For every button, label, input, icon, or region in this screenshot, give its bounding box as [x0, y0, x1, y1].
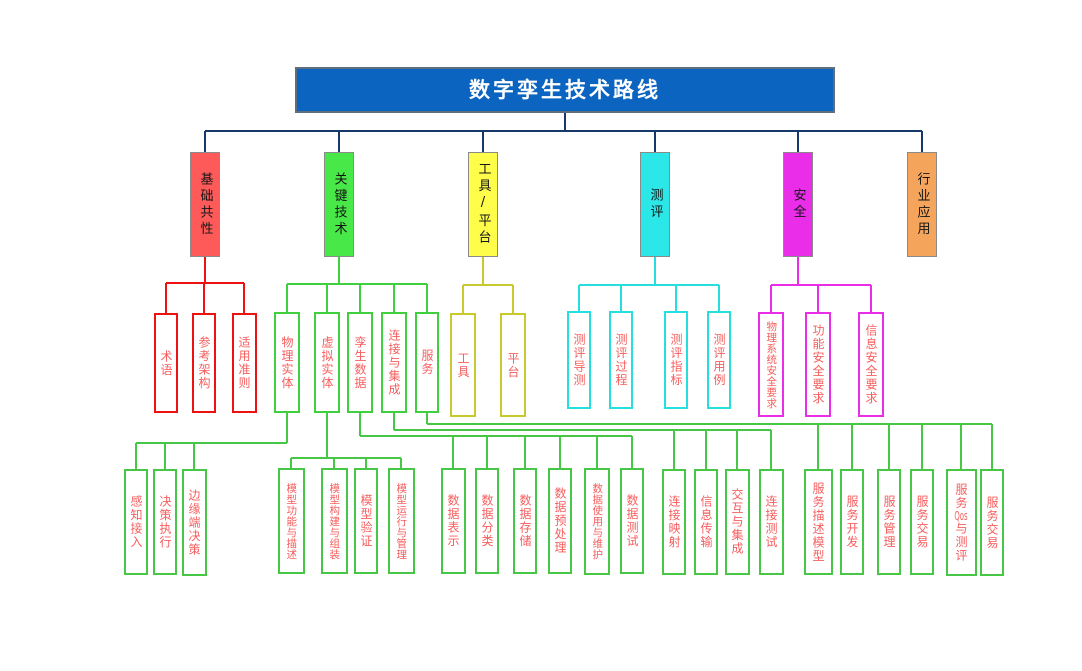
tree-node-service-trading: 服务交易: [910, 469, 934, 575]
node-label: 服务管理: [882, 495, 896, 549]
tree-node-physical-entity: 物理实体: [274, 312, 300, 413]
node-label: 数字孪生技术路线: [469, 77, 661, 102]
node-label: 模型构建与组装: [328, 482, 341, 560]
tree-node-applicable-guidelines: 适用准则: [231, 313, 257, 413]
node-label: 参考架构: [197, 336, 211, 390]
node-label: 数据存储: [518, 494, 532, 548]
node-label: 适用准则: [237, 336, 251, 390]
tree-node-data-use-maintenance: 数据使用与维护: [584, 468, 610, 575]
node-label: 术语: [159, 349, 173, 377]
node-label: 测评: [647, 188, 663, 221]
node-label: 感知接入: [129, 495, 143, 549]
tree-node-service-development: 服务开发: [840, 469, 864, 575]
tree-node-base-common: 基础共性: [190, 152, 220, 257]
node-label: 数据使用与维护: [591, 483, 604, 560]
tree-node-data-classification: 数据分类: [475, 468, 499, 574]
node-label: 信息安全要求: [864, 324, 878, 405]
tree-node-model-build-assembly: 模型构建与组装: [320, 468, 348, 574]
node-label: 服务: [420, 349, 434, 376]
node-label: 连接测试: [764, 495, 778, 549]
tree-node-edge-decision: 边缘端决策: [181, 469, 207, 576]
node-label: 服务开发: [845, 495, 859, 549]
tree-node-interaction-integration: 交互与集成: [724, 469, 750, 575]
tree-node-connection-mapping: 连接映射: [662, 469, 686, 575]
node-label: 测评导测: [572, 333, 586, 387]
tree-node-service-management: 服务管理: [877, 469, 901, 575]
tree-node-industry-app: 行业应用: [907, 152, 937, 257]
tree-node-service-qos-evaluation: 服务Qos与测评: [945, 469, 977, 576]
tree-node-model-verification: 模型验证: [354, 468, 378, 574]
node-label: 交互与集成: [730, 488, 744, 556]
tree-node-virtual-entity: 虚拟实体: [314, 312, 340, 413]
node-label: 功能安全要求: [811, 324, 825, 405]
tree-node-connection-integration: 连接与集成: [381, 312, 407, 413]
node-label: 边缘端决策: [187, 488, 201, 557]
tree-node-data-representation: 数据表示: [440, 468, 466, 574]
node-label: 安全: [790, 188, 806, 221]
node-label: 服务交易: [985, 495, 999, 550]
node-label: 数据分类: [480, 494, 494, 548]
tree-node-evaluation: 测评: [640, 152, 670, 257]
node-label: 服务交易: [915, 495, 929, 549]
node-label: 工具/平台: [475, 162, 491, 247]
tree-node-data-testing: 数据测试: [620, 468, 644, 574]
node-label: 服务描述模型: [811, 481, 825, 563]
node-label: 模型运行与管理: [395, 482, 408, 560]
node-label: 平台: [506, 351, 520, 379]
tree-node-physical-system-security-req: 物理系统安全要求: [758, 312, 784, 417]
node-label: 服务Qos与测评: [954, 482, 968, 563]
tree-node-tools-platform: 工具/平台: [468, 152, 498, 257]
tree-node-eval-process: 测评过程: [609, 311, 633, 409]
node-label: 工具: [456, 351, 470, 379]
tree-node-eval-metrics: 测评指标: [664, 311, 688, 409]
node-label: 连接映射: [667, 495, 681, 549]
tree-node-service-description-model: 服务描述模型: [803, 469, 833, 575]
node-label: 信息传输: [699, 495, 713, 549]
tree-node-perception-access: 感知接入: [124, 469, 148, 575]
tree-node-security: 安全: [783, 152, 813, 257]
node-label: 孪生数据: [353, 335, 367, 390]
tree-node-reference-architecture: 参考架构: [192, 313, 216, 413]
tree-node-terminology: 术语: [154, 313, 178, 413]
tree-node-service-trading-2: 服务交易: [980, 469, 1004, 576]
tree-node-info-security-req: 信息安全要求: [858, 312, 884, 417]
tree-node-root: 数字孪生技术路线: [295, 67, 835, 113]
node-label: 测评指标: [669, 333, 683, 387]
tree-node-eval-cases: 测评用例: [707, 311, 731, 409]
tree-node-data-storage: 数据存储: [513, 468, 537, 574]
tree-node-service: 服务: [415, 312, 439, 413]
node-label: 物理实体: [280, 335, 294, 390]
tree-node-functional-security-req: 功能安全要求: [805, 312, 831, 417]
node-label: 数据表示: [446, 494, 460, 548]
tree-node-tool: 工具: [450, 313, 476, 417]
node-label: 数据测试: [625, 494, 639, 548]
tree-node-data-preprocessing: 数据预处理: [548, 468, 572, 574]
tree-node-platform: 平台: [500, 313, 526, 417]
tree-node-key-tech: 关键技术: [324, 152, 354, 257]
node-label: 模型验证: [359, 494, 373, 548]
tree-node-connection-testing: 连接测试: [758, 469, 784, 575]
tree-node-twin-data: 孪生数据: [347, 312, 373, 413]
node-label: 模型功能与描述: [285, 482, 298, 560]
node-label: 行业应用: [914, 171, 930, 238]
node-label: 测评用例: [712, 333, 726, 387]
tree-node-model-function-description: 模型功能与描述: [277, 468, 305, 574]
tree-node-decision-execution: 决策执行: [153, 469, 177, 575]
node-label: 测评过程: [614, 333, 628, 387]
node-label: 数据预处理: [553, 487, 567, 555]
node-label: 决策执行: [158, 495, 172, 549]
node-label: 基础共性: [197, 171, 213, 238]
node-label: 虚拟实体: [320, 335, 334, 390]
tree-node-model-operation-management: 模型运行与管理: [387, 468, 415, 574]
node-label: 连接与集成: [387, 328, 401, 397]
node-label: 关键技术: [331, 171, 347, 238]
node-label: 物理系统安全要求: [765, 320, 778, 409]
tree-node-eval-guide: 测评导测: [567, 311, 591, 409]
tree-node-info-transmission: 信息传输: [694, 469, 718, 575]
